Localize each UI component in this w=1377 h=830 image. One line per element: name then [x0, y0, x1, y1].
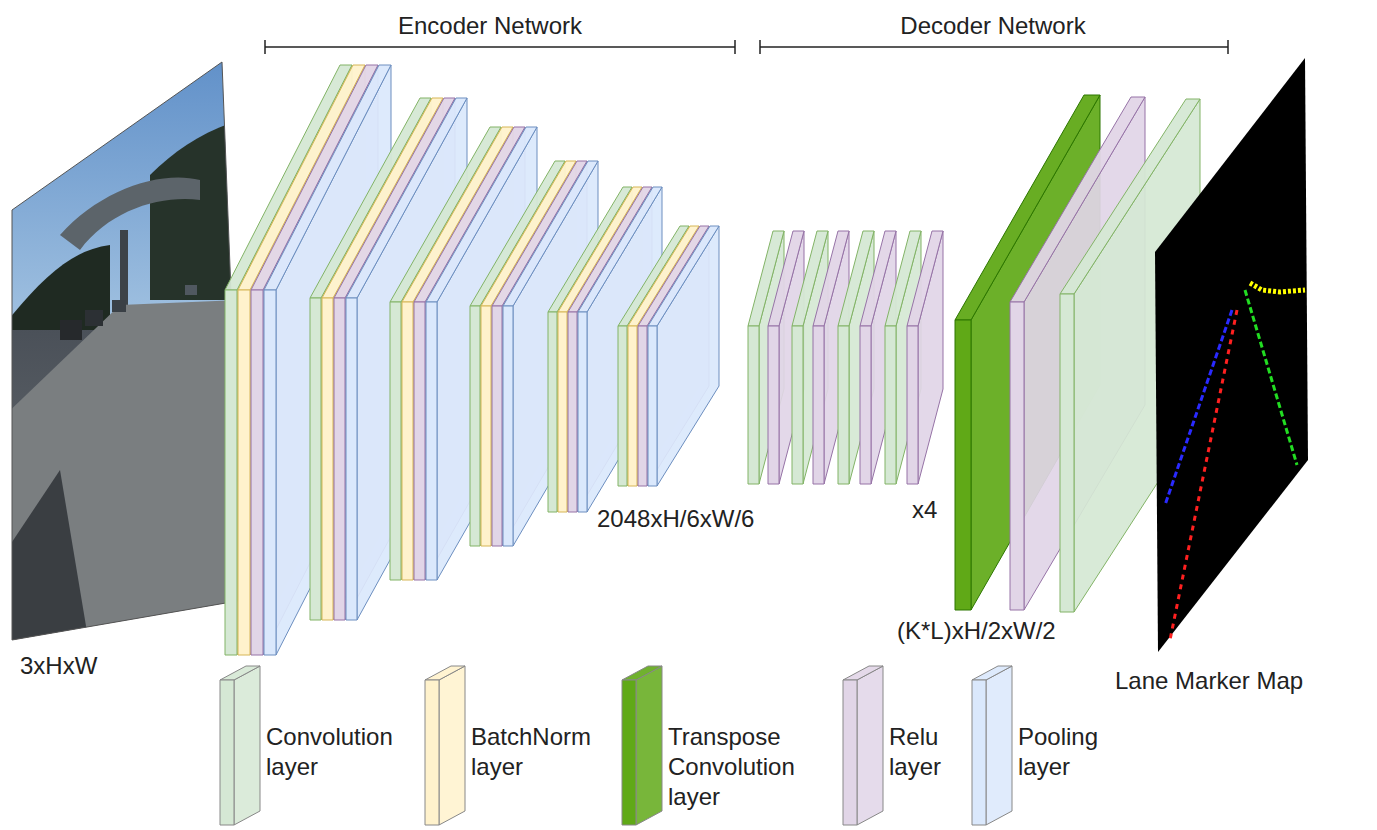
diagram-label: Decoder Network — [843, 12, 1143, 41]
legend-swatches — [220, 666, 1012, 825]
input-photo — [0, 50, 260, 650]
layer-slab — [748, 231, 784, 484]
layer-slab — [860, 231, 896, 484]
diagram-label: 2048xH/6xW/6 — [597, 505, 754, 534]
diagram-label: Lane Marker Map — [1115, 667, 1303, 696]
legend-swatch — [425, 666, 465, 825]
legend-text: Relu layer — [889, 722, 979, 782]
layer-slab — [885, 231, 921, 484]
legend-text: Transpose Convolution layer — [668, 722, 818, 812]
layer-slab — [768, 231, 804, 484]
layer-slab — [838, 231, 874, 484]
bracket-lines — [265, 40, 1228, 54]
layer-slab — [648, 226, 719, 486]
layer-slab — [503, 161, 598, 546]
diagram-label: Encoder Network — [340, 12, 640, 41]
legend-swatch — [622, 666, 662, 825]
diagram-label: (K*L)xH/2xW/2 — [897, 617, 1056, 646]
layer-slab — [813, 231, 849, 484]
legend-text: Convolution layer — [266, 722, 416, 782]
legend-swatch — [220, 666, 260, 825]
legend-text: BatchNorm layer — [471, 722, 611, 782]
layer-slab — [907, 231, 943, 484]
legend-text: Pooling layer — [1018, 722, 1128, 782]
layer-slab — [578, 187, 662, 512]
diagram-label: 3xHxW — [20, 652, 97, 681]
legend-swatch — [843, 666, 883, 825]
layer-slabs — [225, 65, 1200, 655]
layer-slab — [792, 231, 828, 484]
diagram-label: x4 — [912, 496, 937, 525]
legend-swatch — [972, 666, 1012, 825]
lane-marker-map — [1155, 58, 1308, 652]
